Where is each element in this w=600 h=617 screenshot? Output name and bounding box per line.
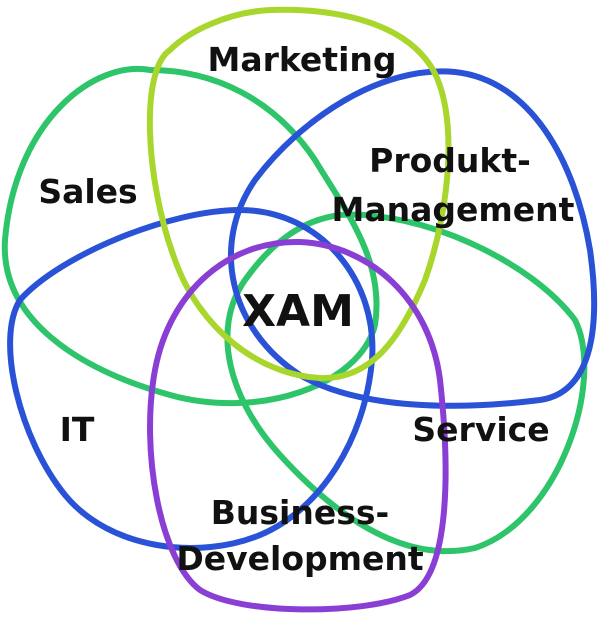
marketing-label: Marketing xyxy=(207,40,396,79)
business-label-line1: Business- xyxy=(211,493,389,532)
produkt-label-line2: Management xyxy=(332,190,575,229)
sales-petal xyxy=(1,65,380,407)
produkt-petal xyxy=(228,68,598,409)
business-label-line2: Development xyxy=(176,539,424,578)
center-label: XAM xyxy=(242,286,354,337)
marketing-petal xyxy=(146,6,452,382)
service-label: Service xyxy=(412,410,549,449)
produkt-label-line1: Produkt- xyxy=(369,141,531,180)
it-label: IT xyxy=(60,410,95,449)
sales-label: Sales xyxy=(38,172,137,211)
business-petal xyxy=(147,238,449,613)
service-petal xyxy=(224,211,588,555)
it-petal xyxy=(7,207,376,551)
